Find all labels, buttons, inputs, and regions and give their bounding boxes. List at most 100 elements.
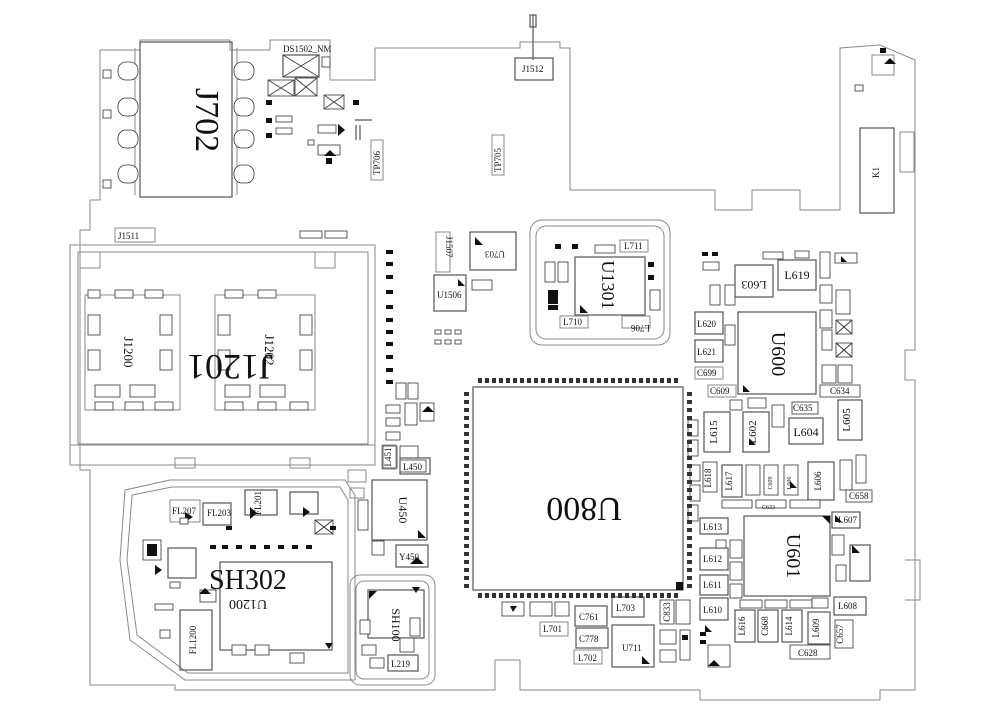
bga-pad — [534, 593, 538, 598]
label-l603: L603 — [741, 278, 766, 292]
label-l702: L702 — [578, 653, 597, 663]
u450-area — [347, 444, 431, 568]
bga-pad — [464, 568, 469, 572]
bga-pad — [464, 560, 469, 564]
label-l620: L620 — [697, 319, 716, 329]
label-c761: C761 — [579, 612, 599, 622]
label-l219: L219 — [391, 659, 410, 669]
label-l612: L612 — [703, 554, 722, 564]
label-l602: L602 — [747, 420, 759, 443]
bga-pad — [569, 378, 573, 383]
label-u1200: U1200 — [229, 596, 267, 611]
bga-pad — [618, 593, 622, 598]
board-notch — [905, 559, 921, 601]
bga-pad — [653, 378, 657, 383]
bga-pad — [687, 568, 692, 572]
sh302-shield — [119, 479, 356, 681]
label-j1201: J1201 — [187, 347, 273, 387]
bga-pad — [687, 400, 692, 404]
bga-pad — [667, 593, 671, 598]
bga-pad — [464, 552, 469, 556]
bga-pad — [464, 456, 469, 460]
bga-pad — [687, 408, 692, 412]
bga-pad — [667, 378, 671, 383]
bga-pad — [687, 480, 692, 484]
bga-pad — [597, 593, 601, 598]
bga-pad — [464, 408, 469, 412]
label-j1507: J1507 — [444, 236, 454, 258]
bga-pad — [611, 593, 615, 598]
label-l616: L616 — [737, 616, 747, 635]
label-j1512: J1512 — [522, 64, 544, 74]
label-l611: L611 — [703, 580, 722, 590]
bga-pad — [687, 552, 692, 556]
bga-pad — [555, 378, 559, 383]
u600-area — [694, 250, 861, 398]
label-l613: L613 — [703, 522, 722, 532]
label-j1200: J1200 — [121, 336, 136, 367]
label-fl201: FL201 — [253, 491, 263, 515]
label-l617: L617 — [724, 471, 734, 490]
label-l701: L701 — [543, 624, 562, 634]
bga-pad — [464, 432, 469, 436]
bga-pad — [464, 416, 469, 420]
label-y450: Y450 — [399, 552, 419, 562]
bga-pad — [687, 560, 692, 564]
bga-pad — [464, 504, 469, 508]
bga-pad — [604, 378, 608, 383]
u601-area — [687, 504, 871, 599]
bga-pad — [464, 544, 469, 548]
bga-pad — [506, 378, 510, 383]
label-l615: L615 — [708, 420, 720, 444]
bga-pad — [492, 378, 496, 383]
label-fl207: FL207 — [172, 506, 197, 516]
bga-pad — [687, 576, 692, 580]
bga-pad — [687, 424, 692, 428]
bga-pad — [464, 528, 469, 532]
label-c657: C657 — [835, 624, 845, 644]
label-u450: U450 — [396, 497, 410, 524]
bga-pad — [548, 378, 552, 383]
bga-pad — [618, 378, 622, 383]
bga-pad — [576, 593, 580, 598]
inductor-row — [687, 397, 863, 457]
bga-pad — [687, 456, 692, 460]
bga-pad — [464, 400, 469, 404]
bga-pad — [611, 378, 615, 383]
label-l618: L618 — [703, 468, 713, 487]
bga-pad — [583, 378, 587, 383]
bga-pad — [687, 504, 692, 508]
u800-ball-ring — [464, 378, 692, 598]
bga-pad — [604, 593, 608, 598]
label-l604: L604 — [793, 425, 818, 439]
u703-area — [433, 231, 517, 345]
bga-pad — [576, 378, 580, 383]
label-j702: J702 — [188, 88, 225, 152]
bga-pad — [687, 544, 692, 548]
bga-pad — [555, 593, 559, 598]
label-u703: U703 — [485, 249, 505, 259]
bga-pad — [464, 480, 469, 484]
label-sh302: SH302 — [209, 565, 287, 596]
bga-pad — [520, 593, 524, 598]
bga-pad — [499, 378, 503, 383]
bga-pad — [464, 424, 469, 428]
bga-pad — [639, 593, 643, 598]
label-c778: C778 — [579, 634, 599, 644]
label-c658: C658 — [849, 491, 869, 501]
bga-pad — [527, 378, 531, 383]
bga-pad — [687, 496, 692, 500]
label-tp706: TP706 — [372, 150, 382, 175]
label-j1202: J1202 — [262, 334, 277, 365]
bga-pad — [499, 593, 503, 598]
label-l706: L706 — [631, 323, 650, 333]
bga-pad — [464, 392, 469, 396]
bga-pad — [687, 536, 692, 540]
bga-pad — [541, 593, 545, 598]
bga-pad — [464, 584, 469, 588]
bga-pad — [687, 464, 692, 468]
label-l451: L451 — [383, 448, 393, 467]
label-u711: U711 — [622, 643, 642, 653]
bottom-right-cluster — [679, 596, 867, 668]
bga-pad — [464, 496, 469, 500]
